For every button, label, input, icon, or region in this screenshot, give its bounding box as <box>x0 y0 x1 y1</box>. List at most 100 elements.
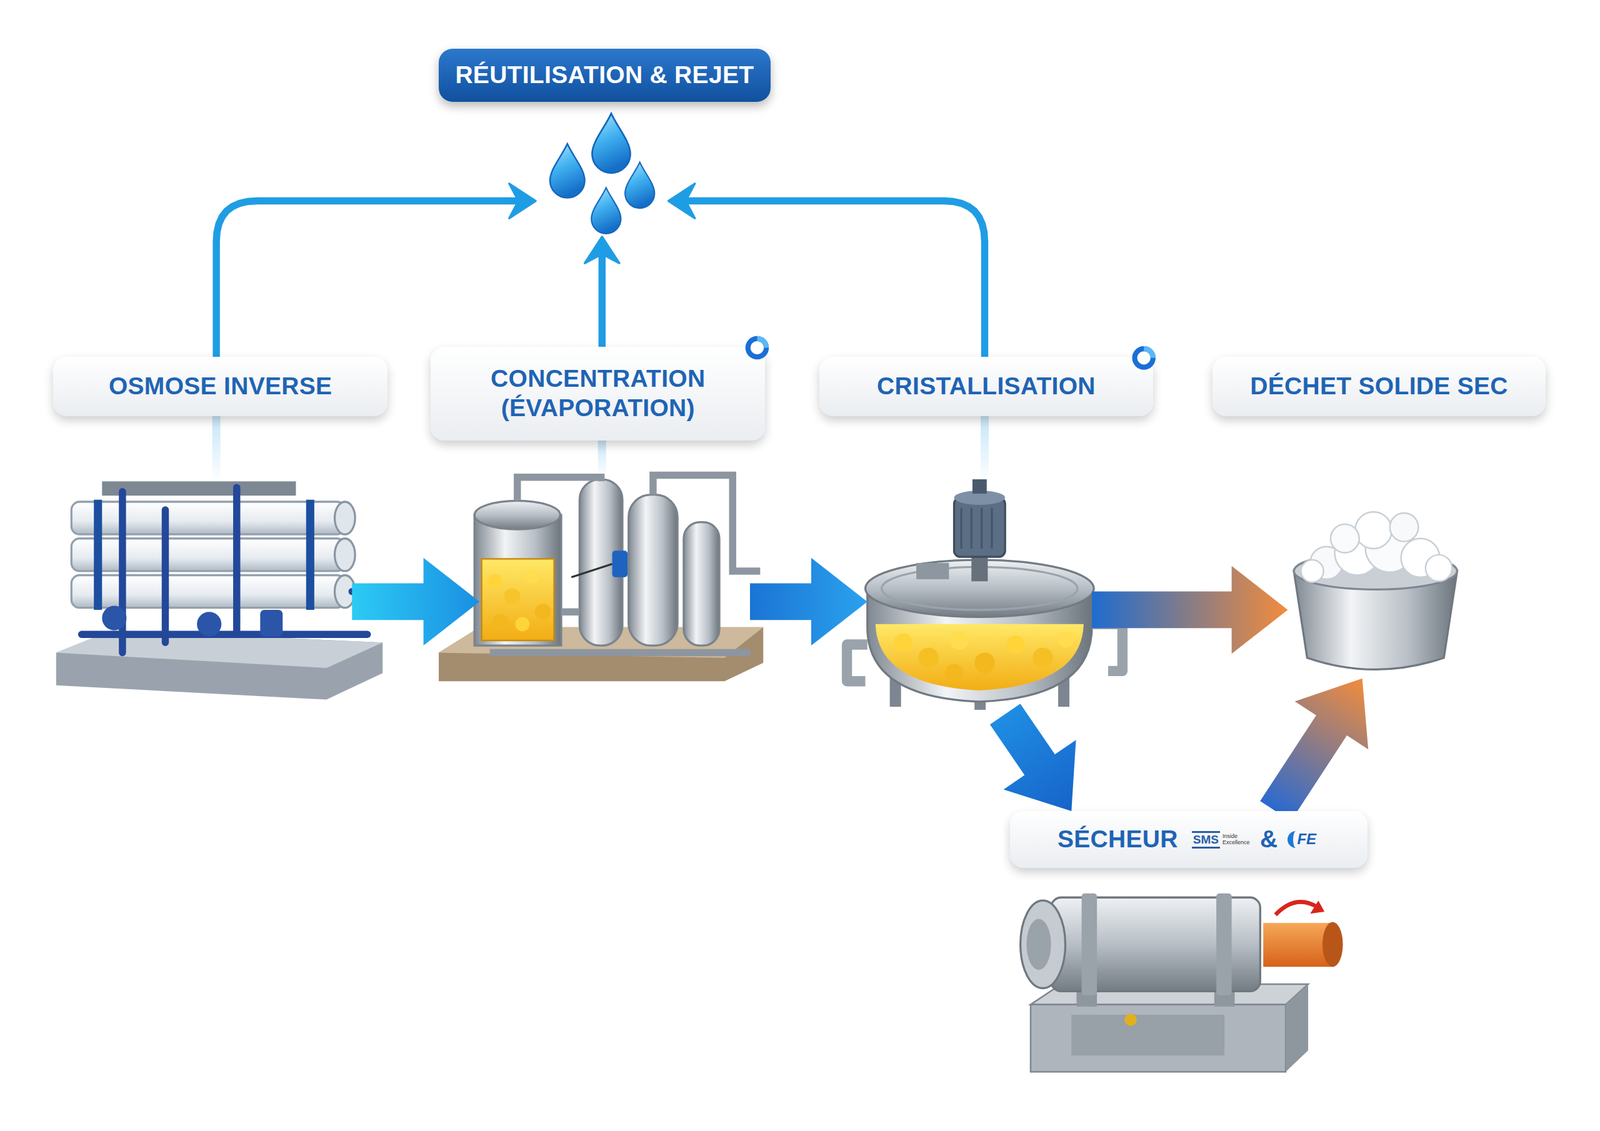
reverse-osmosis-unit <box>335 538 356 572</box>
brand-tagline: Inside Excellence <box>1222 833 1250 846</box>
water-drops <box>550 143 585 199</box>
reverse-osmosis-unit <box>306 500 315 610</box>
reverse-osmosis-unit <box>56 481 383 700</box>
rotary-dryer <box>1020 893 1344 1073</box>
label-pill: SÉCHEURSMSInside Excellence&FE <box>1010 811 1367 869</box>
reverse-osmosis-unit <box>335 501 356 535</box>
waste-bin <box>1301 560 1324 583</box>
arrow-head <box>423 558 480 646</box>
evaporator-unit <box>612 550 628 577</box>
crystallizer-unit <box>1032 647 1054 669</box>
connector-group <box>1003 714 1077 812</box>
connector-group <box>668 183 985 358</box>
brand-logo: FE <box>1287 831 1320 848</box>
crystallizer-unit <box>945 663 964 682</box>
step-label: OSMOSE INVERSE <box>108 371 332 402</box>
crystallizer-unit <box>974 653 995 674</box>
step-label: CONCENTRATION (ÉVAPORATION) <box>470 364 726 424</box>
water-drops <box>591 113 630 174</box>
connector-group <box>1275 678 1369 812</box>
output-pill: RÉUTILISATION & REJET <box>535 48 669 237</box>
arrow-head <box>1231 566 1289 654</box>
water-drops <box>591 187 621 234</box>
arrow-head <box>1295 678 1369 750</box>
arrow-head <box>811 558 868 646</box>
arrow-head <box>1003 740 1077 812</box>
crystallizer-unit <box>1006 635 1025 654</box>
evaporator-unit <box>491 614 509 631</box>
process-step: SÉCHEURSMSInside Excellence&FE <box>1010 811 1367 1087</box>
connector-group <box>1091 566 1288 654</box>
waste-bin <box>1293 511 1457 670</box>
evaporator-unit <box>487 574 502 589</box>
rotary-dryer <box>1310 900 1325 914</box>
step-label: & <box>1260 825 1278 855</box>
rotary-dryer <box>1285 984 1309 1072</box>
evaporator-unit <box>535 603 552 620</box>
crystallizer-unit <box>950 631 969 650</box>
crystallizer-unit <box>916 563 949 580</box>
return-arrow <box>685 201 985 358</box>
crystallizer-unit <box>954 497 1006 557</box>
crystallizer-unit <box>846 624 1123 682</box>
reverse-osmosis-unit <box>71 538 345 572</box>
flow-arrow <box>1275 723 1334 812</box>
rotary-dryer <box>1322 921 1344 967</box>
evaporator-unit <box>683 522 720 646</box>
arrow-head <box>668 183 695 219</box>
crystallizer-unit <box>961 508 992 549</box>
evaporator-unit <box>515 616 530 632</box>
evaporator-unit <box>571 564 612 578</box>
return-arrow <box>598 254 606 348</box>
crystallizer-unit <box>846 479 1123 710</box>
step-label: SÉCHEUR <box>1057 825 1179 855</box>
guide-line <box>598 440 607 477</box>
connector-group <box>216 183 536 358</box>
arrow-head <box>585 236 620 264</box>
reverse-osmosis-unit <box>56 630 383 700</box>
rotary-dryer <box>1081 893 1097 996</box>
brand-icon <box>1135 348 1154 367</box>
water-drops <box>625 162 655 209</box>
flow-arrow <box>750 583 815 621</box>
waste-bin <box>1330 524 1360 554</box>
rotary-dryer <box>1071 1015 1225 1056</box>
reverse-osmosis-unit <box>196 611 222 637</box>
reverse-osmosis-unit <box>93 500 102 610</box>
rotary-dryer <box>1030 1005 1286 1073</box>
evaporator-unit <box>474 515 562 646</box>
crystallizer-unit <box>918 647 939 669</box>
brand-icon <box>748 338 767 357</box>
waste-bin <box>1390 513 1419 542</box>
process-step: OSMOSE INVERSE <box>61 356 352 704</box>
crystallizer-unit <box>875 624 1084 691</box>
rotary-dryer <box>1020 900 1066 989</box>
step-label: CRISTALLISATION <box>876 371 1096 402</box>
flow-arrow <box>351 583 427 621</box>
evaporator-unit <box>504 588 521 605</box>
water-drops <box>550 113 655 234</box>
rotary-dryer <box>1263 923 1333 967</box>
connector-group <box>750 558 868 646</box>
rotary-dryer <box>1124 1013 1137 1027</box>
flow-arrow <box>1005 714 1042 768</box>
arrow-head <box>509 183 536 219</box>
label-pill: CRISTALLISATION <box>819 356 1154 417</box>
evaporator-unit <box>628 495 678 647</box>
waste-bin <box>1355 511 1392 549</box>
reverse-osmosis-unit <box>71 575 345 609</box>
rotary-dryer <box>1026 919 1051 971</box>
step-label: DÉCHET SOLIDE SEC <box>1250 371 1509 402</box>
connector-group <box>585 236 620 347</box>
crystallizer-unit <box>972 479 987 494</box>
connector-group <box>351 558 480 646</box>
brand-icon <box>748 338 767 357</box>
process-step: CRISTALLISATION <box>867 356 1092 714</box>
flow-arrow <box>1091 591 1235 629</box>
crystallizer-unit <box>893 633 912 652</box>
waste-bin <box>1425 555 1452 582</box>
